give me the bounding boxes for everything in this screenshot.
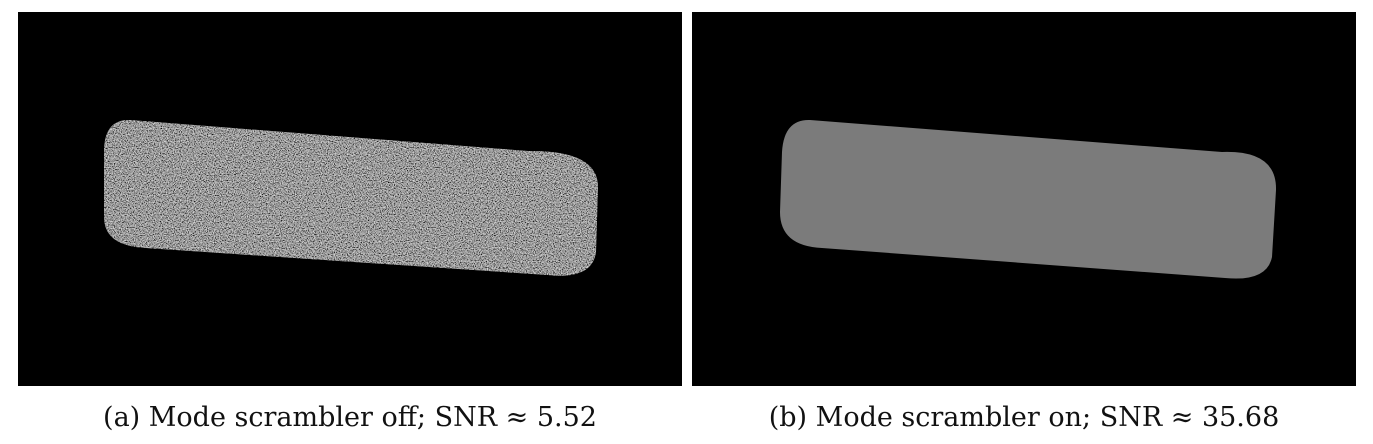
uniform-image-svg-b [692, 12, 1356, 386]
caption-panel-b: (b) Mode scrambler on; SNR ≈ 35.68 [768, 402, 1280, 433]
caption-panel-a: (a) Mode scrambler off; SNR ≈ 5.52 [103, 402, 597, 433]
smooth-specimen-bar [780, 119, 1277, 279]
uniform-image-mode-scrambler-on [692, 12, 1356, 386]
speckle-image-svg-a [18, 12, 682, 386]
speckle-image-mode-scrambler-off [18, 12, 682, 386]
